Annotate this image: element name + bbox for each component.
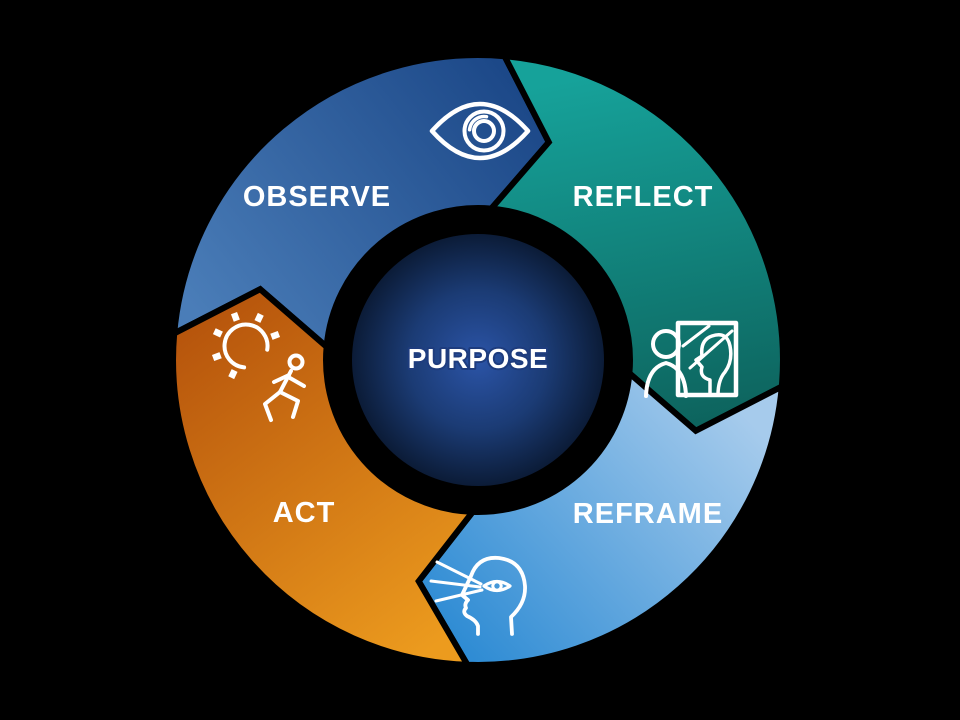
eye-icon	[429, 101, 531, 161]
segment-reframe	[415, 367, 786, 668]
segment-label-observe: OBSERVE	[243, 181, 391, 213]
segment-observe	[170, 52, 553, 353]
head-with-eye-icon	[429, 555, 527, 636]
center-circle-face	[352, 234, 604, 486]
segment-label-reframe: REFRAME	[573, 498, 723, 530]
segment-act	[170, 285, 479, 668]
cycle-ring	[170, 52, 786, 668]
center-circle: PURPOSE	[337, 219, 619, 501]
reflection-heads-icon	[644, 320, 739, 398]
gear-runner-icon	[211, 311, 306, 422]
center-label: PURPOSE	[408, 343, 548, 374]
segment-label-act: ACT	[273, 497, 336, 529]
segment-label-reflect: REFLECT	[573, 181, 714, 213]
